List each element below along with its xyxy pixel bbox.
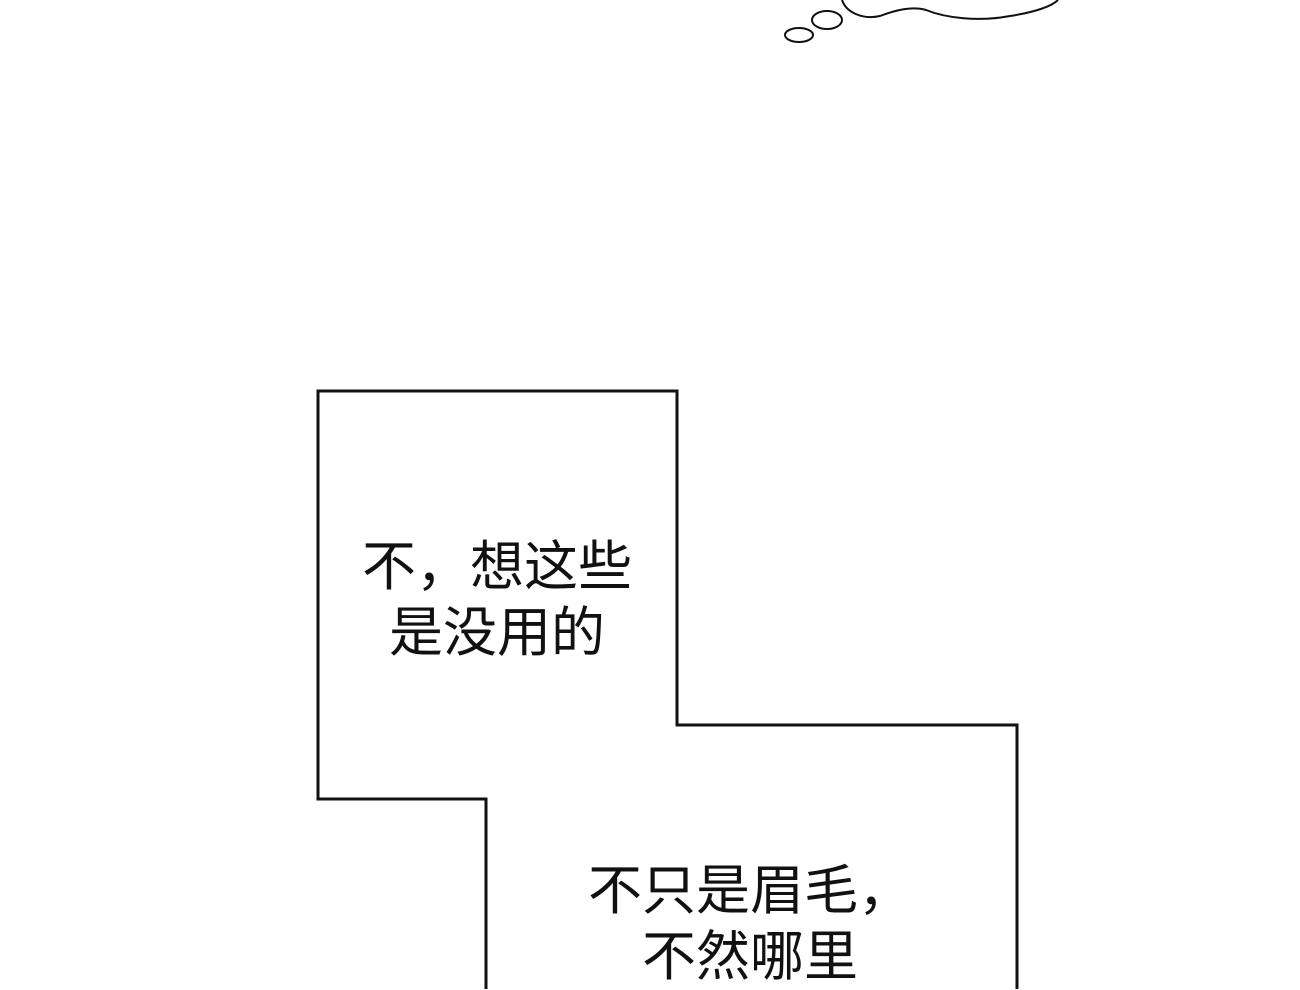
caption-box-outline: [316, 389, 1019, 989]
caption-line: 不只是眉毛，: [588, 859, 912, 922]
thought-bubble-dot-large: [811, 10, 843, 30]
thought-bubble-edge: [841, 0, 1059, 20]
caption-text-first: 不，想这些 是没用的: [318, 534, 676, 666]
caption-line: 是没用的: [389, 601, 605, 664]
thought-bubble: [784, 0, 1059, 43]
thought-bubble-dot-small: [784, 27, 814, 43]
caption-line: 不然哪里: [642, 925, 858, 988]
caption-line: 不，想这些: [362, 535, 632, 598]
caption-text-second: 不只是眉毛， 不然哪里: [560, 858, 940, 990]
